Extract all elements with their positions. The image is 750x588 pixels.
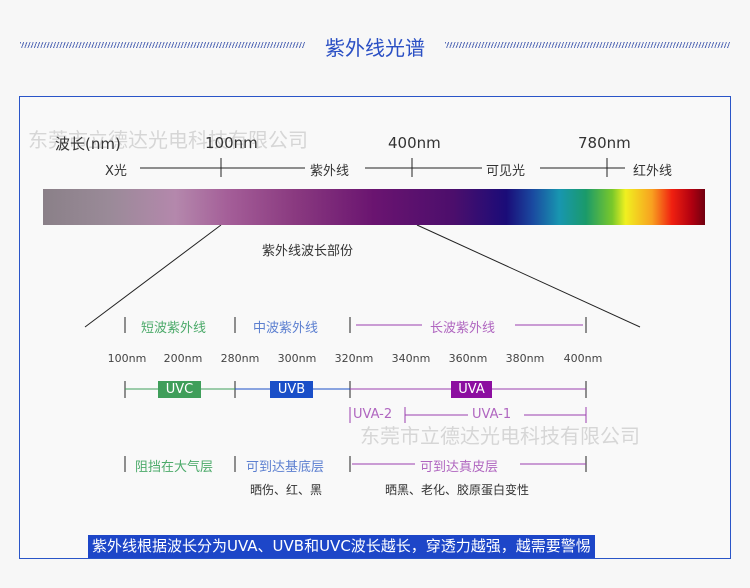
penetration-label-uvc: 阻挡在大气层 xyxy=(135,460,214,475)
band-label-short: 短波紫外线 xyxy=(141,321,207,336)
watermark: 东莞市立德达光电科技有限公司 xyxy=(360,424,640,448)
penetration-label-uvb: 可到达基底层 xyxy=(246,460,325,475)
region-label: 紫外线 xyxy=(310,164,350,179)
uva2-label: UVA-2 xyxy=(353,407,393,422)
title-decoration-right xyxy=(445,42,730,48)
wavelength-label: 360nm xyxy=(448,352,488,365)
wavelength-label: 340nm xyxy=(391,352,431,365)
uvb-badge: UVB xyxy=(270,381,313,398)
wavelength-label: 380nm xyxy=(505,352,545,365)
uv-section-label: 紫外线波长部份 xyxy=(262,244,354,259)
watermark: 东莞市立德达光电科技有限公司 xyxy=(28,128,308,152)
zoom-line-right xyxy=(416,224,641,328)
spectrum-bar xyxy=(43,189,705,225)
region-label: X光 xyxy=(105,164,127,179)
zoom-line-left xyxy=(84,224,222,328)
wavelength-label: 320nm xyxy=(334,352,374,365)
effect-label-uva: 晒黑、老化、胶原蛋白变性 xyxy=(385,483,530,497)
tick-label: 780nm xyxy=(578,134,631,152)
uva-badge: UVA xyxy=(451,381,492,398)
summary-banner: 紫外线根据波长分为UVA、UVB和UVC波长越长，穿透力越强，越需要警惕 xyxy=(88,535,595,558)
wavelength-label: 400nm xyxy=(563,352,603,365)
wavelength-label: 300nm xyxy=(277,352,317,365)
band-label-long: 长波紫外线 xyxy=(430,321,496,336)
wavelength-label: 200nm xyxy=(163,352,203,365)
uvc-badge: UVC xyxy=(158,381,201,398)
penetration-label-uva: 可到达真皮层 xyxy=(420,460,499,475)
region-label: 可见光 xyxy=(486,164,526,179)
region-label: 红外线 xyxy=(633,164,673,179)
tick-label: 100nm xyxy=(205,134,258,152)
diagram-panel xyxy=(19,96,731,559)
effect-label-uvb: 晒伤、红、黑 xyxy=(250,483,323,497)
page-title: 紫外线光谱 xyxy=(325,36,425,60)
title-decoration-left xyxy=(20,42,305,48)
band-label-medium: 中波紫外线 xyxy=(253,321,319,336)
axis-label: 波长(nm) xyxy=(55,135,121,153)
wavelength-label: 100nm xyxy=(107,352,147,365)
wavelength-label: 280nm xyxy=(220,352,260,365)
uva1-label: UVA-1 xyxy=(472,407,512,422)
tick-label: 400nm xyxy=(388,134,441,152)
